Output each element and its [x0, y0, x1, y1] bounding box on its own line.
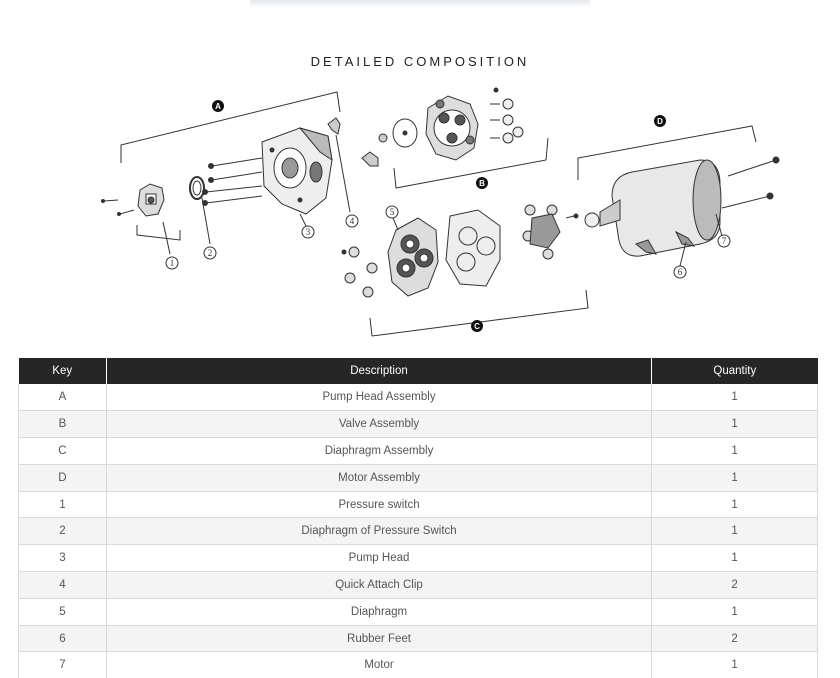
row-description: Pump Head Assembly — [106, 384, 653, 412]
table-row: 4 Quick Attach Clip 2 — [18, 571, 818, 599]
row-description: Motor Assembly — [106, 464, 653, 492]
callout-c: C — [471, 320, 483, 332]
table-row: 1 Pressure switch 1 — [18, 491, 818, 519]
header-key: Key — [18, 358, 107, 384]
row-quantity: 2 — [651, 625, 818, 653]
row-key: B — [18, 410, 107, 439]
row-description: Diaphragm Assembly — [106, 437, 653, 465]
table-row: 3 Pump Head 1 — [18, 544, 818, 573]
row-quantity: 1 — [651, 544, 818, 573]
row-description: Quick Attach Clip — [106, 571, 653, 599]
pump-head-screws — [202, 157, 263, 206]
diaphragm-assembly-part — [341, 204, 589, 337]
row-quantity: 1 — [651, 437, 818, 465]
page-title: DETAILED COMPOSITION — [310, 54, 530, 69]
exploded-diagram: A 1 2 — [0, 78, 840, 350]
row-description: Rubber Feet — [106, 625, 653, 653]
pump-head-part — [261, 127, 333, 227]
svg-text:3: 3 — [306, 227, 311, 237]
row-key: 6 — [18, 625, 107, 653]
quick-attach-clip-part — [327, 117, 379, 213]
callout-d: D — [654, 115, 666, 127]
callout-6: 6 — [673, 265, 687, 279]
row-quantity: 1 — [651, 517, 818, 546]
row-description: Diaphragm — [106, 598, 653, 626]
svg-text:7: 7 — [722, 236, 727, 246]
svg-text:B: B — [479, 179, 485, 188]
svg-text:C: C — [474, 322, 480, 331]
row-description: Pressure switch — [106, 491, 653, 519]
svg-text:5: 5 — [390, 207, 395, 217]
row-key: C — [18, 437, 107, 465]
pressure-switch-part — [101, 183, 181, 255]
table-header-row: Key Description Quantity — [18, 358, 818, 384]
table-row: B Valve Assembly 1 — [18, 410, 818, 439]
row-quantity: 1 — [651, 651, 818, 678]
header-quantity: Quantity — [651, 358, 818, 384]
row-key: 5 — [18, 598, 107, 626]
row-quantity: 2 — [651, 571, 818, 599]
row-quantity: 1 — [651, 410, 818, 439]
callout-b: B — [476, 177, 488, 189]
callout-2: 2 — [203, 246, 217, 260]
row-quantity: 1 — [651, 491, 818, 519]
parts-table: Key Description Quantity A Pump Head Ass… — [18, 358, 818, 678]
table-row: 2 Diaphragm of Pressure Switch 1 — [18, 517, 818, 546]
switch-diaphragm-part — [189, 176, 211, 245]
row-description: Motor — [106, 651, 653, 678]
row-quantity: 1 — [651, 384, 818, 412]
table-row: C Diaphragm Assembly 1 — [18, 437, 818, 465]
table-row: D Motor Assembly 1 — [18, 464, 818, 492]
header-description: Description — [106, 358, 653, 384]
svg-text:1: 1 — [170, 258, 175, 268]
row-quantity: 1 — [651, 464, 818, 492]
row-key: 1 — [18, 491, 107, 519]
motor-assembly-part — [577, 125, 780, 267]
callout-3: 3 — [301, 225, 315, 239]
row-key: 7 — [18, 651, 107, 678]
callout-5: 5 — [385, 205, 399, 219]
row-description: Valve Assembly — [106, 410, 653, 439]
header-fade-decoration — [250, 0, 590, 8]
table-row: 7 Motor 1 — [18, 651, 818, 678]
callout-1: 1 — [165, 256, 179, 270]
callout-7: 7 — [717, 234, 731, 248]
bracket-a — [120, 91, 341, 163]
table-row: 6 Rubber Feet 2 — [18, 625, 818, 653]
callout-a-label: A — [215, 102, 221, 111]
callout-a: A — [212, 100, 224, 112]
row-key: 2 — [18, 517, 107, 546]
svg-text:D: D — [657, 117, 663, 126]
row-key: A — [18, 384, 107, 412]
callout-4: 4 — [345, 214, 359, 228]
svg-text:6: 6 — [678, 267, 683, 277]
row-key: 3 — [18, 544, 107, 573]
valve-assembly-part — [378, 87, 549, 189]
table-row: 5 Diaphragm 1 — [18, 598, 818, 626]
row-description: Diaphragm of Pressure Switch — [106, 517, 653, 546]
row-key: 4 — [18, 571, 107, 599]
svg-text:4: 4 — [350, 216, 355, 226]
svg-text:2: 2 — [208, 248, 213, 258]
table-row: A Pump Head Assembly 1 — [18, 384, 818, 412]
row-key: D — [18, 464, 107, 492]
row-description: Pump Head — [106, 544, 653, 573]
row-quantity: 1 — [651, 598, 818, 626]
